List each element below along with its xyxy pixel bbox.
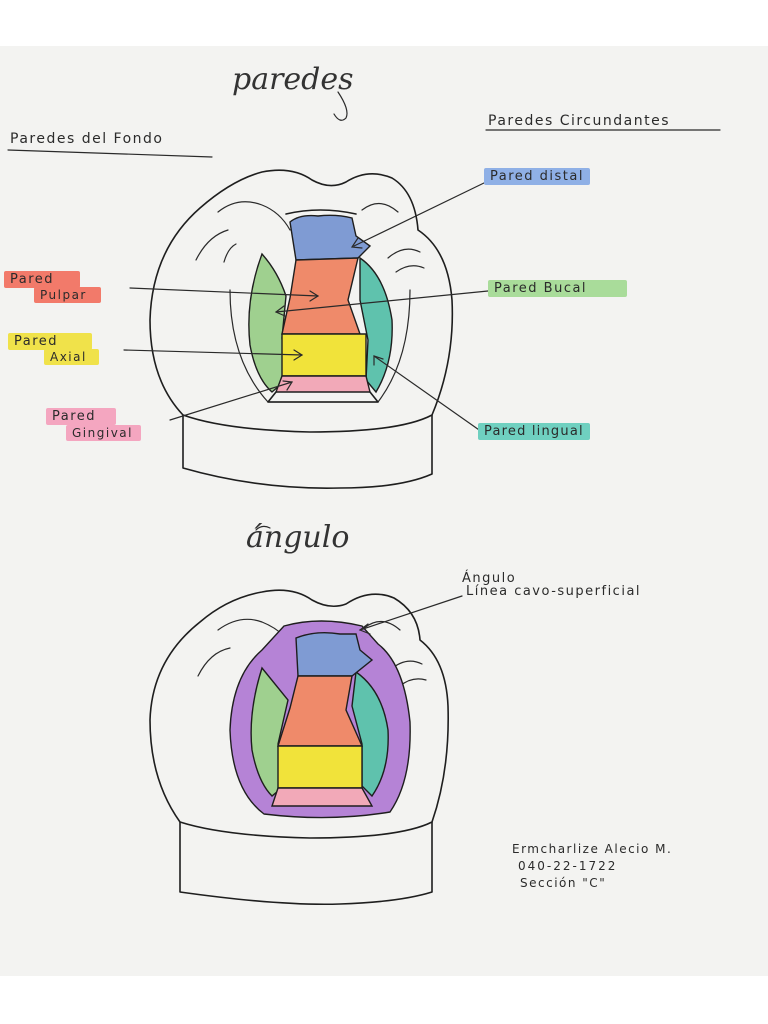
top-wall-pulpar — [281, 257, 361, 335]
leader-gingival-arrow — [282, 380, 294, 391]
top-tooth-cusp-line — [361, 202, 399, 213]
leader-distal-arrow — [350, 237, 363, 249]
bottom-wall-axial — [277, 745, 363, 789]
label-pared-gingival-line2: Gingival — [66, 425, 141, 441]
leader-lingual-arrow — [373, 355, 384, 366]
top-tooth-cusp-line — [223, 243, 237, 263]
top-leader-lines — [123, 181, 499, 433]
top-wall-lingual — [359, 256, 393, 394]
title-flourish — [333, 91, 348, 121]
top-tooth-cusp-line — [387, 248, 421, 259]
label-pared-axial-line2: Axial — [44, 349, 99, 365]
label-pared-bucal: Pared Bucal — [488, 280, 628, 297]
leader-bucal — [275, 289, 499, 313]
title-paredes: paredes — [232, 62, 354, 97]
leader-axial — [123, 349, 303, 356]
signature-section: Sección "C" — [520, 876, 607, 890]
leader-pulpar-arrow — [309, 290, 320, 302]
bottom-tooth-cusp-line — [363, 620, 401, 631]
title-flourish-bottom — [255, 525, 271, 531]
bottom-wall-distal — [295, 631, 374, 677]
label-pared-pulpar-line1: Pared — [4, 271, 81, 288]
top-tooth-root — [182, 414, 433, 489]
top-band — [0, 0, 768, 46]
leader-lingual — [373, 355, 483, 433]
top-tooth-cusp-line — [195, 229, 229, 261]
signature-name: Ermcharlize Alecio M. — [512, 842, 673, 856]
top-wall-bucal — [248, 252, 287, 393]
label-pared-distal: Pared distal — [484, 168, 590, 185]
leader-distal — [353, 181, 487, 247]
top-tooth — [149, 169, 454, 489]
label-pared-lingual: Pared lingual — [478, 423, 590, 440]
label-pared-axial-line1: Pared — [8, 333, 93, 350]
label-pared-pulpar-line2: Pulpar — [34, 287, 101, 303]
bottom-tooth — [149, 589, 449, 906]
top-wall-distal — [289, 214, 372, 261]
signature-id: 040-22-1722 — [518, 859, 618, 873]
leader-pulpar — [129, 287, 319, 297]
bottom-tooth-root — [179, 821, 433, 906]
top-tooth-cusp-line — [217, 201, 291, 231]
top-cavity-outline — [267, 209, 379, 403]
leader-angulo — [359, 595, 463, 631]
label-angulo-line2: Línea cavo-superficial — [466, 584, 642, 599]
label-angulo-line1: Ángulo — [462, 571, 517, 586]
paper-sheet — [0, 46, 768, 976]
bottom-tooth-crown — [149, 589, 449, 839]
title-angulo: ángulo — [246, 520, 350, 555]
leader-gingival — [169, 381, 293, 421]
section-paredes-circundantes: Paredes Circundantes — [488, 113, 670, 129]
section-paredes-del-fondo: Paredes del Fondo — [10, 131, 164, 147]
top-tooth-cusp-line — [395, 265, 425, 273]
bottom-wall-gingival — [271, 787, 374, 807]
bottom-wall-lingual — [351, 670, 389, 798]
underline-fondo — [7, 149, 213, 158]
bottom-band — [0, 976, 768, 1024]
leader-bucal-arrow — [274, 305, 286, 317]
leader-axial-arrow — [293, 349, 304, 361]
bottom-tooth-cusp-line — [399, 678, 427, 687]
label-pared-gingival-line1: Pared — [46, 408, 117, 425]
top-tooth-crown — [149, 169, 454, 433]
bottom-tooth-cusp-line — [197, 647, 231, 677]
leader-angulo-arrow — [358, 623, 371, 635]
